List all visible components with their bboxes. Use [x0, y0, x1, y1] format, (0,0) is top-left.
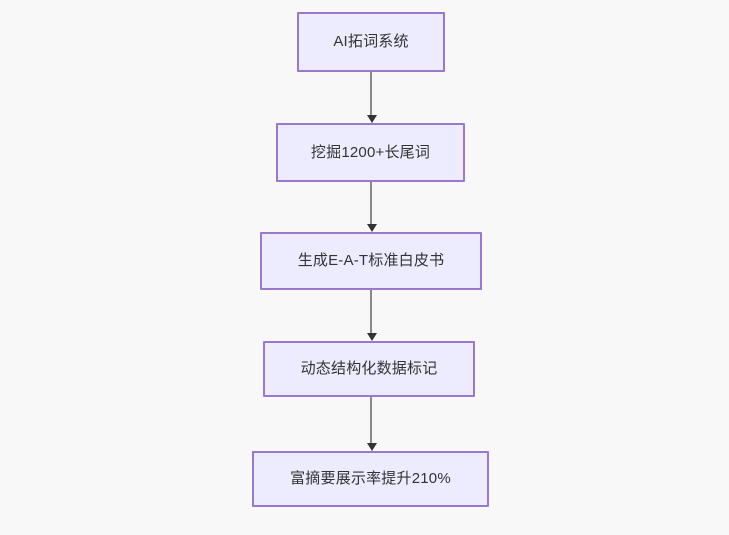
flow-node-label: 动态结构化数据标记 — [300, 360, 438, 377]
flow-node-label: 生成E-A-T标准白皮书 — [297, 252, 445, 269]
flow-edge-line — [370, 397, 372, 444]
arrow-down-icon — [367, 333, 377, 341]
flow-edge-line — [370, 182, 372, 225]
arrow-down-icon — [367, 115, 377, 123]
flow-edge-line — [370, 72, 372, 116]
arrow-down-icon — [367, 443, 377, 451]
flow-node-n5[interactable]: 富摘要展示率提升210% — [252, 451, 489, 507]
flow-node-label: 富摘要展示率提升210% — [290, 470, 451, 487]
flow-node-n2[interactable]: 挖掘1200+长尾词 — [276, 123, 465, 182]
flow-node-n3[interactable]: 生成E-A-T标准白皮书 — [260, 232, 482, 290]
flow-node-n1[interactable]: AI拓词系统 — [297, 12, 445, 72]
flow-node-label: AI拓词系统 — [333, 33, 409, 50]
flow-node-label: 挖掘1200+长尾词 — [310, 143, 431, 161]
flow-node-n4[interactable]: 动态结构化数据标记 — [263, 341, 475, 397]
arrow-down-icon — [367, 224, 377, 232]
flow-edge-line — [370, 290, 372, 334]
